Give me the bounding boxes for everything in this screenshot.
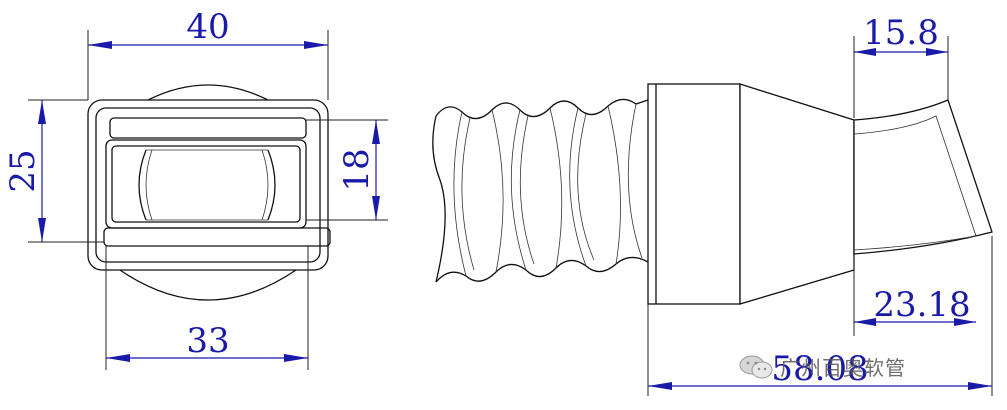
- connector-cuff: [647, 83, 741, 305]
- dim-40-label: 40: [186, 7, 229, 47]
- corrugated-hose: [432, 98, 649, 283]
- rib-2: [491, 109, 504, 273]
- arrow-23-18-right: [954, 318, 976, 326]
- top-rail: [109, 117, 307, 139]
- arrow-33-left: [106, 354, 130, 362]
- arrow-23-18-left: [854, 318, 876, 326]
- rib-5b: [577, 113, 595, 261]
- arrow-25-bottom: [38, 218, 46, 242]
- arrow-40-right: [304, 41, 328, 49]
- rib-7: [627, 103, 643, 259]
- front-view: 40 25 18 33: [3, 7, 388, 370]
- hose-bottom-edge: [435, 256, 649, 283]
- arrow-33-right: [284, 354, 308, 362]
- arrow-25-top: [38, 100, 46, 124]
- watermark: 广州百奥软管: [738, 352, 906, 381]
- bore-right-inner: [261, 149, 269, 221]
- arrow-15-8-left: [854, 48, 876, 56]
- nozzle-tip-inner: [853, 115, 977, 251]
- rib-3b: [519, 115, 535, 265]
- rib-3: [510, 109, 527, 271]
- bottom-rail: [103, 227, 331, 247]
- bore-left-inner: [145, 149, 153, 221]
- arrow-18-bottom: [372, 196, 380, 220]
- hose-top-edge: [435, 98, 649, 120]
- bore-left: [138, 149, 147, 221]
- outer-frame: [87, 99, 329, 271]
- arrow-18-top: [372, 120, 380, 144]
- dim-58-08-label: 58.08: [771, 349, 868, 389]
- inner-window-edge: [111, 145, 301, 223]
- wechat-icon: [739, 355, 773, 378]
- bore-right: [267, 149, 276, 221]
- watermark-text: 广州百奥软管: [780, 356, 906, 380]
- dim-33-label: 33: [186, 321, 229, 361]
- nozzle-tip: [853, 99, 993, 255]
- disc-bottom-arc: [119, 269, 297, 301]
- rib-1: [453, 111, 467, 277]
- rib-6: [607, 105, 621, 265]
- dim-25-label: 25: [3, 149, 43, 192]
- arrow-58-08-left: [648, 382, 672, 390]
- arrow-40-left: [88, 41, 112, 49]
- dim-18-label: 18: [337, 148, 377, 191]
- rib-1b: [461, 117, 475, 271]
- rib-5: [569, 107, 587, 267]
- arrow-58-08-right: [968, 382, 992, 390]
- dim-23-18-label: 23.18: [873, 285, 970, 325]
- outer-frame-inner: [95, 107, 321, 263]
- hose-break-line: [432, 115, 446, 283]
- dim-15-8-label: 15.8: [863, 13, 939, 53]
- tapered-body: [739, 83, 855, 305]
- rib-4: [549, 107, 563, 269]
- side-view: 15.8 23.18 58.08: [432, 13, 993, 396]
- disc-top-arc: [147, 84, 269, 101]
- arrow-15-8-right: [926, 48, 948, 56]
